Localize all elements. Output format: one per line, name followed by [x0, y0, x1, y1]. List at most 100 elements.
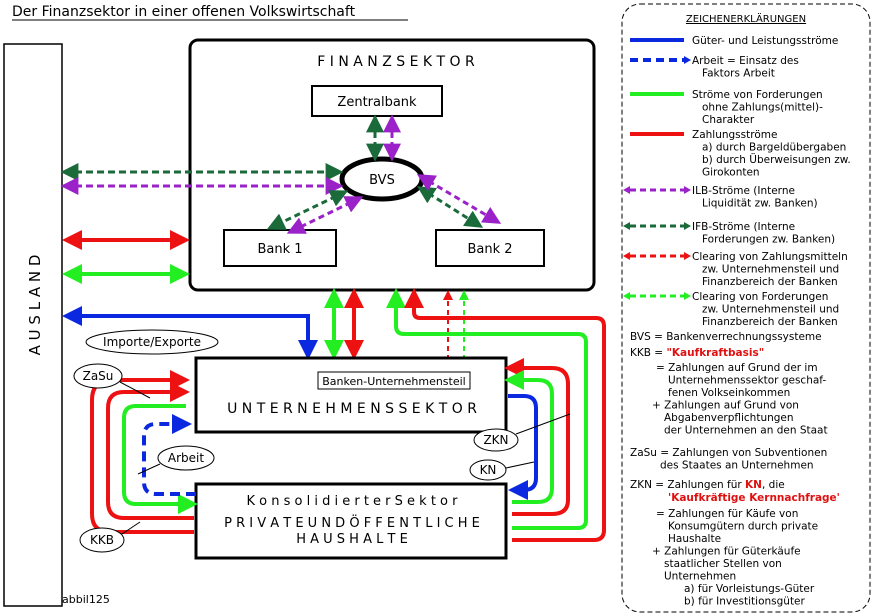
zkn-definition-title: ZKN = Zahlungen für KN, die: [630, 479, 785, 491]
green-dashed-arrow-head-icon: [623, 292, 630, 300]
legend-box: [621, 3, 871, 613]
legend-item-text: Clearing von Zahlungsmitteln: [692, 251, 848, 263]
zasu-bubble: [73, 363, 123, 389]
kkb-prefix: KKB =: [630, 347, 666, 359]
kn-pointer: [505, 461, 535, 469]
legend-heading: ZEICHENERKLÄRUNGEN: [686, 12, 806, 25]
bvs-definition: BVS = Bankenverrechnungssysteme: [630, 331, 822, 343]
bvs-label: BVS: [369, 173, 395, 188]
zentralbank-label: Zentralbank: [337, 95, 417, 110]
kn-label: KN: [480, 463, 497, 477]
darkgreen-dashed-arrow-head-icon: [684, 222, 691, 230]
kkb-definition-line: + Zahlungen auf Grund von: [652, 400, 799, 412]
legend-item-text: IFB-Ströme (Interne: [692, 221, 795, 233]
kn-bubble: [469, 459, 507, 481]
legend-item-text: Finanzbereich der Banken: [702, 316, 838, 328]
footer-id: abbil125: [62, 593, 110, 606]
zasu-pointer: [119, 381, 151, 399]
diagram-title: Der Finanzsektor in einer offenen Volksw…: [12, 4, 356, 20]
legend-item-text: Clearing von Forderungen: [692, 291, 828, 303]
importe-exporte-bubble: [85, 329, 219, 355]
bank1-box: [223, 229, 337, 267]
arbeit-loop-left: [142, 414, 196, 496]
ilb-arrow-bvs-bank1: [286, 196, 364, 234]
zasu-definition-line: des Staates an Unternehmen: [660, 460, 814, 472]
legend-item-text: Forderungen zw. Banken): [702, 234, 835, 246]
zkn-definition-line: Konsumgütern durch private: [668, 521, 818, 533]
ilb-arrow-bvs-bank2: [416, 174, 502, 224]
forderung-loop-left: [122, 404, 198, 514]
legend-item-text: Güter- und Leistungsströme: [692, 35, 838, 47]
haushalte-box: [194, 482, 508, 560]
red-dashed-arrow-head-icon: [684, 252, 691, 260]
zkn-definition-line: a) für Vorleistungs-Güter: [684, 583, 815, 595]
arbeit-bubble: [157, 445, 215, 471]
legend-item-text: Charakter: [702, 114, 755, 126]
legend-item-text: Faktors Arbeit: [702, 68, 775, 80]
zkn-definition-line: Haushalte: [668, 533, 721, 545]
forderung-loop-right: [504, 370, 554, 504]
legend-item-text: ohne Zahlungs(mittel)-: [702, 102, 823, 114]
zkn-kn: KN: [745, 479, 762, 491]
kkb-definition-line: Unternehmenssektor geschaf-: [668, 375, 826, 387]
kkb-definition-title: KKB = "Kaufkraftbasis": [630, 347, 764, 359]
unternehmenssektor-label: U N T E R N E H M E N S S E K T O R: [227, 401, 477, 417]
legend-item-text: Ströme von Forderungen: [692, 89, 823, 101]
bank2-label: Bank 2: [467, 242, 512, 257]
legend-item-text: a) durch Bargeldübergaben: [702, 142, 846, 154]
kkb-pointer: [121, 521, 141, 535]
legend-item-text: Girokonten: [702, 167, 760, 179]
red-dashed-arrow-head-icon: [623, 252, 630, 260]
bank1-label: Bank 1: [257, 242, 302, 257]
legend-item-text: Finanzbereich der Banken: [702, 276, 838, 288]
kkb-definition-line: der Unternehmen an den Staat: [664, 425, 828, 437]
purple-dashed-arrow-head-icon: [623, 186, 630, 194]
ausland-label: A U S L A N D: [26, 255, 44, 356]
haushalte-label-3: H A U S H A L T E: [296, 532, 408, 547]
gueter-loop-right: [508, 394, 538, 500]
legend-item-text: Zahlungsströme: [692, 129, 777, 141]
zahlung-loop-right-outer: [504, 358, 570, 516]
zkn-definition-line: staatlicher Stellen von: [664, 558, 782, 570]
forderung-loop-finanz-haushalte: [386, 288, 588, 530]
legend-item-text: Arbeit = Einsatz des: [692, 55, 799, 67]
kkb-definition-line: fenen Volkseinkommen: [668, 387, 790, 399]
unternehmenssektor-box: [194, 356, 508, 434]
zasu-definition-line: ZaSu = Zahlungen von Subventionen: [630, 447, 827, 459]
zkn-label: ZKN: [483, 433, 508, 447]
zkn-suffix: , die: [762, 479, 785, 491]
kkb-bubble: [79, 527, 125, 553]
zkn-definition-line: + Zahlungen für Güterkäufe: [652, 546, 801, 558]
importe-exporte-label: Importe/Exporte: [103, 335, 201, 349]
zkn-definition-line: b) für Investitionsgüter: [684, 596, 806, 608]
zkn-bubble: [473, 428, 519, 452]
finanzsektor-label: F I N A N Z S E K T O R: [317, 54, 475, 70]
zkn-prefix: ZKN = Zahlungen für: [630, 479, 745, 491]
purple-dashed-arrow-head-icon: [684, 186, 691, 194]
kkb-label: KKB: [90, 533, 114, 547]
arbeit-label: Arbeit: [168, 451, 204, 465]
gueter-arrow-importe-exporte: [62, 306, 318, 360]
legend-item-text: zw. Unternehmensteil und: [702, 264, 839, 276]
zasu-label: ZaSu: [83, 369, 114, 383]
legend-item-text: zw. Unternehmensteil und: [702, 304, 839, 316]
blue-dashed-arrow-head-icon: [684, 56, 691, 64]
arbeit-pointer: [137, 463, 161, 475]
zahlung-loop-left-inner: [106, 382, 194, 520]
unternehmensteil-label: Banken-Unternehmensteil: [322, 375, 465, 388]
darkgreen-dashed-arrow-head-icon: [623, 222, 630, 230]
haushalte-label-2: P R I V A T E U N D Ö F F E N T L I C H …: [224, 514, 480, 531]
kkb-term: "Kaufkraftbasis": [666, 347, 764, 359]
haushalte-label-1: K o n s o l i d i e r t e r S e k t o r: [246, 494, 458, 509]
zahlung-loop-finanz-haushalte: [404, 288, 606, 542]
legend-item-text: ILB-Ströme (Interne: [692, 185, 795, 197]
kkb-definition-line: Abgabenverpflichtungen: [664, 412, 794, 424]
zkn-definition-line: = Zahlungen für Käufe von: [656, 508, 798, 520]
green-dashed-arrow-head-icon: [684, 292, 691, 300]
legend-item-text: b) durch Überweisungen zw.: [702, 153, 851, 166]
kkb-definition-line: = Zahlungen auf Grund der im: [656, 362, 818, 374]
zkn-definition-line: Unternehmen: [664, 571, 736, 583]
